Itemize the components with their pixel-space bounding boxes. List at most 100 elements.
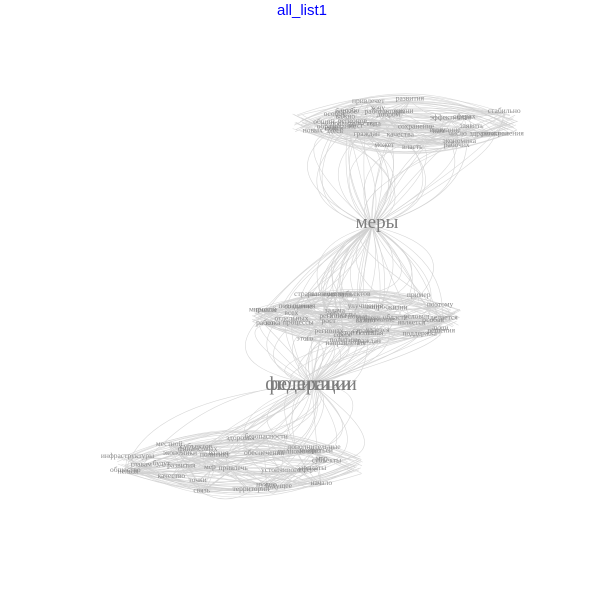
- network-edge: [345, 331, 378, 348]
- network-edge: [171, 448, 197, 479]
- word-node: особо: [341, 106, 360, 115]
- network-edge: [171, 471, 281, 483]
- word-node: обеспечения: [244, 448, 285, 457]
- network-edge: [258, 321, 457, 346]
- network-edge: [400, 119, 451, 137]
- network-edge: [131, 436, 363, 467]
- word-node: начало: [310, 478, 332, 487]
- word-node: граждан: [353, 129, 380, 138]
- word-node: внимание: [430, 125, 462, 134]
- word-node: политики: [330, 335, 360, 344]
- word-node: финансовых: [178, 444, 218, 453]
- network-edge: [259, 322, 313, 385]
- network-edge: [255, 292, 454, 326]
- word-node: большая: [356, 328, 384, 337]
- word-node: третьей: [308, 446, 333, 455]
- word-node: важно: [335, 111, 355, 120]
- word-node: является: [398, 318, 426, 327]
- network-edge: [371, 225, 445, 320]
- network-edge: [371, 109, 394, 227]
- network-edge: [368, 102, 404, 117]
- network-edge: [321, 132, 373, 227]
- network-edge: [336, 125, 472, 129]
- word-node: новых: [303, 126, 323, 135]
- word-node: субъектов: [180, 441, 212, 450]
- network-edge: [363, 102, 373, 227]
- word-node: граждан: [354, 336, 381, 345]
- word-node: сфере: [334, 330, 353, 339]
- word-node: власти: [323, 289, 344, 298]
- word-node: это: [328, 123, 338, 132]
- word-node: может: [374, 140, 395, 149]
- network-edge: [285, 308, 313, 385]
- network-edge: [262, 290, 461, 312]
- word-node: жизни: [392, 106, 413, 115]
- network-edge: [311, 342, 368, 389]
- network-edge: [291, 225, 373, 321]
- word-node: развития: [396, 94, 425, 103]
- network-edge: [197, 383, 313, 483]
- word-node: пока: [266, 318, 281, 327]
- plot-title: all_list1: [276, 2, 328, 19]
- network-edge: [128, 469, 360, 492]
- network-edge: [303, 130, 517, 154]
- word-node: создание: [284, 302, 313, 311]
- network-edge: [334, 131, 413, 150]
- network-edge: [304, 225, 373, 341]
- network-edge: [311, 321, 443, 385]
- word-node: нам: [433, 126, 445, 135]
- network-edge: [362, 225, 394, 334]
- network-edge: [371, 225, 413, 320]
- network-edge: [349, 332, 442, 340]
- word-node: можно: [299, 445, 321, 454]
- network-edge: [273, 295, 334, 385]
- word-node: мест: [348, 121, 364, 130]
- network-edge: [127, 445, 359, 462]
- network-edge: [362, 296, 419, 334]
- network-edge: [371, 225, 385, 322]
- network-edge: [301, 100, 515, 121]
- network-edge: [377, 109, 413, 150]
- word-node: страна: [352, 326, 374, 335]
- word-node: вопрос: [366, 302, 389, 311]
- network-edge: [131, 442, 363, 474]
- network-edge: [245, 311, 313, 385]
- network-edge: [377, 105, 385, 114]
- network-edge: [346, 111, 472, 129]
- word-node: инфраструктуры: [101, 451, 154, 460]
- network-edge: [169, 445, 265, 456]
- network-edge: [371, 225, 381, 310]
- network-edge: [218, 383, 313, 456]
- network-edge: [260, 309, 459, 333]
- network-edge: [339, 225, 402, 297]
- word-node: решения: [427, 326, 455, 335]
- word-node: направления: [325, 338, 366, 347]
- network-edge: [355, 225, 417, 319]
- word-node: нужно: [256, 479, 277, 488]
- network-edge: [197, 450, 312, 471]
- network-edge: [291, 314, 444, 321]
- network-edge: [312, 112, 351, 133]
- word-node: процессы: [283, 317, 314, 326]
- network-edge: [355, 111, 505, 128]
- network-edge: [171, 452, 310, 479]
- network-edge: [323, 102, 369, 125]
- word-node: здоровья: [226, 433, 255, 442]
- network-edge: [307, 129, 373, 227]
- network-edge: [128, 383, 313, 474]
- hub-node: меры: [356, 212, 399, 233]
- network-edge: [371, 225, 432, 325]
- word-node: особая: [422, 315, 444, 324]
- word-node: здесь: [326, 126, 343, 135]
- network-edge: [123, 439, 354, 461]
- word-node: качество: [157, 471, 185, 480]
- network-edge: [464, 117, 497, 136]
- word-node: регионах: [314, 326, 343, 335]
- network-edge: [371, 116, 424, 227]
- network-edge: [297, 101, 511, 116]
- word-node: хочу: [371, 103, 386, 112]
- word-node: поиск: [325, 123, 344, 132]
- network-edge: [292, 113, 506, 145]
- word-node: пример: [407, 290, 431, 299]
- word-node: жизни: [386, 302, 407, 311]
